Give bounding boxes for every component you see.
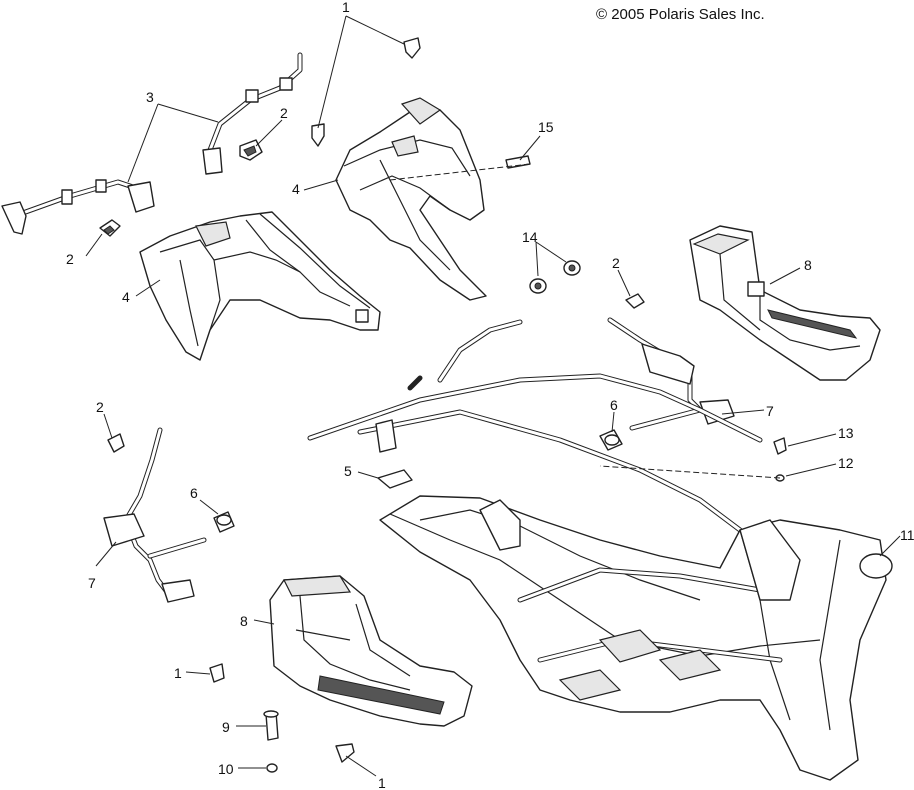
callout-labels: 1 3 2 15 4 2 4 14 2 8 2 6 7 13 5 12 6 11… xyxy=(66,0,914,790)
callout-8-right: 8 xyxy=(804,257,812,273)
callout-8-left: 8 xyxy=(240,613,248,629)
fender-panel-part-4-right xyxy=(335,97,487,301)
footrest-bracket-part-7-left xyxy=(103,427,207,603)
callout-2-a: 2 xyxy=(280,105,288,121)
bushing-part-6-left xyxy=(213,511,235,533)
leader-lines xyxy=(85,15,901,777)
callout-7-right: 7 xyxy=(766,403,774,419)
footwell-part-8-left xyxy=(269,575,473,727)
screw-part-13 xyxy=(773,437,787,455)
push-rivet-part-2-c xyxy=(625,293,645,309)
footwell-part-8-right xyxy=(689,225,881,381)
callout-5: 5 xyxy=(344,463,352,479)
callout-6-right: 6 xyxy=(610,397,618,413)
callout-11: 11 xyxy=(900,527,914,543)
nut-part-10 xyxy=(266,763,278,773)
callout-2-d: 2 xyxy=(96,399,104,415)
decal-part-5 xyxy=(377,469,413,489)
callout-1-bottom: 1 xyxy=(378,775,386,790)
fastener-part-1-top xyxy=(311,37,421,147)
footrest-bracket-part-7-right xyxy=(607,317,735,431)
fastener-part-1-left xyxy=(209,663,225,683)
fastener-part-1-bottom xyxy=(335,743,355,763)
main-frame-part-11 xyxy=(307,319,893,781)
bracket-rod-part-3 xyxy=(1,52,303,235)
fender-panel-part-4-left xyxy=(139,211,381,361)
bushing-part-6-right xyxy=(599,429,623,451)
callout-13: 13 xyxy=(838,425,854,441)
callout-1-left: 1 xyxy=(174,665,182,681)
callout-6-left: 6 xyxy=(190,485,198,501)
callout-3: 3 xyxy=(146,89,154,105)
callout-1-top: 1 xyxy=(342,0,350,15)
push-rivet-part-2-b xyxy=(99,219,121,237)
callout-15: 15 xyxy=(538,119,554,135)
bolt-part-9 xyxy=(263,710,279,741)
callout-12: 12 xyxy=(838,455,854,471)
callout-9: 9 xyxy=(222,719,230,735)
push-rivet-part-2-d xyxy=(107,433,125,453)
callout-7-left: 7 xyxy=(88,575,96,591)
copyright-notice: © 2005 Polaris Sales Inc. xyxy=(596,6,765,23)
callout-4-left: 4 xyxy=(122,289,130,305)
callout-4-right: 4 xyxy=(292,181,300,197)
nut-part-14 xyxy=(529,260,581,294)
callout-14: 14 xyxy=(522,229,538,245)
callout-2-c: 2 xyxy=(612,255,620,271)
callout-2-b: 2 xyxy=(66,251,74,267)
callout-10: 10 xyxy=(218,761,234,777)
